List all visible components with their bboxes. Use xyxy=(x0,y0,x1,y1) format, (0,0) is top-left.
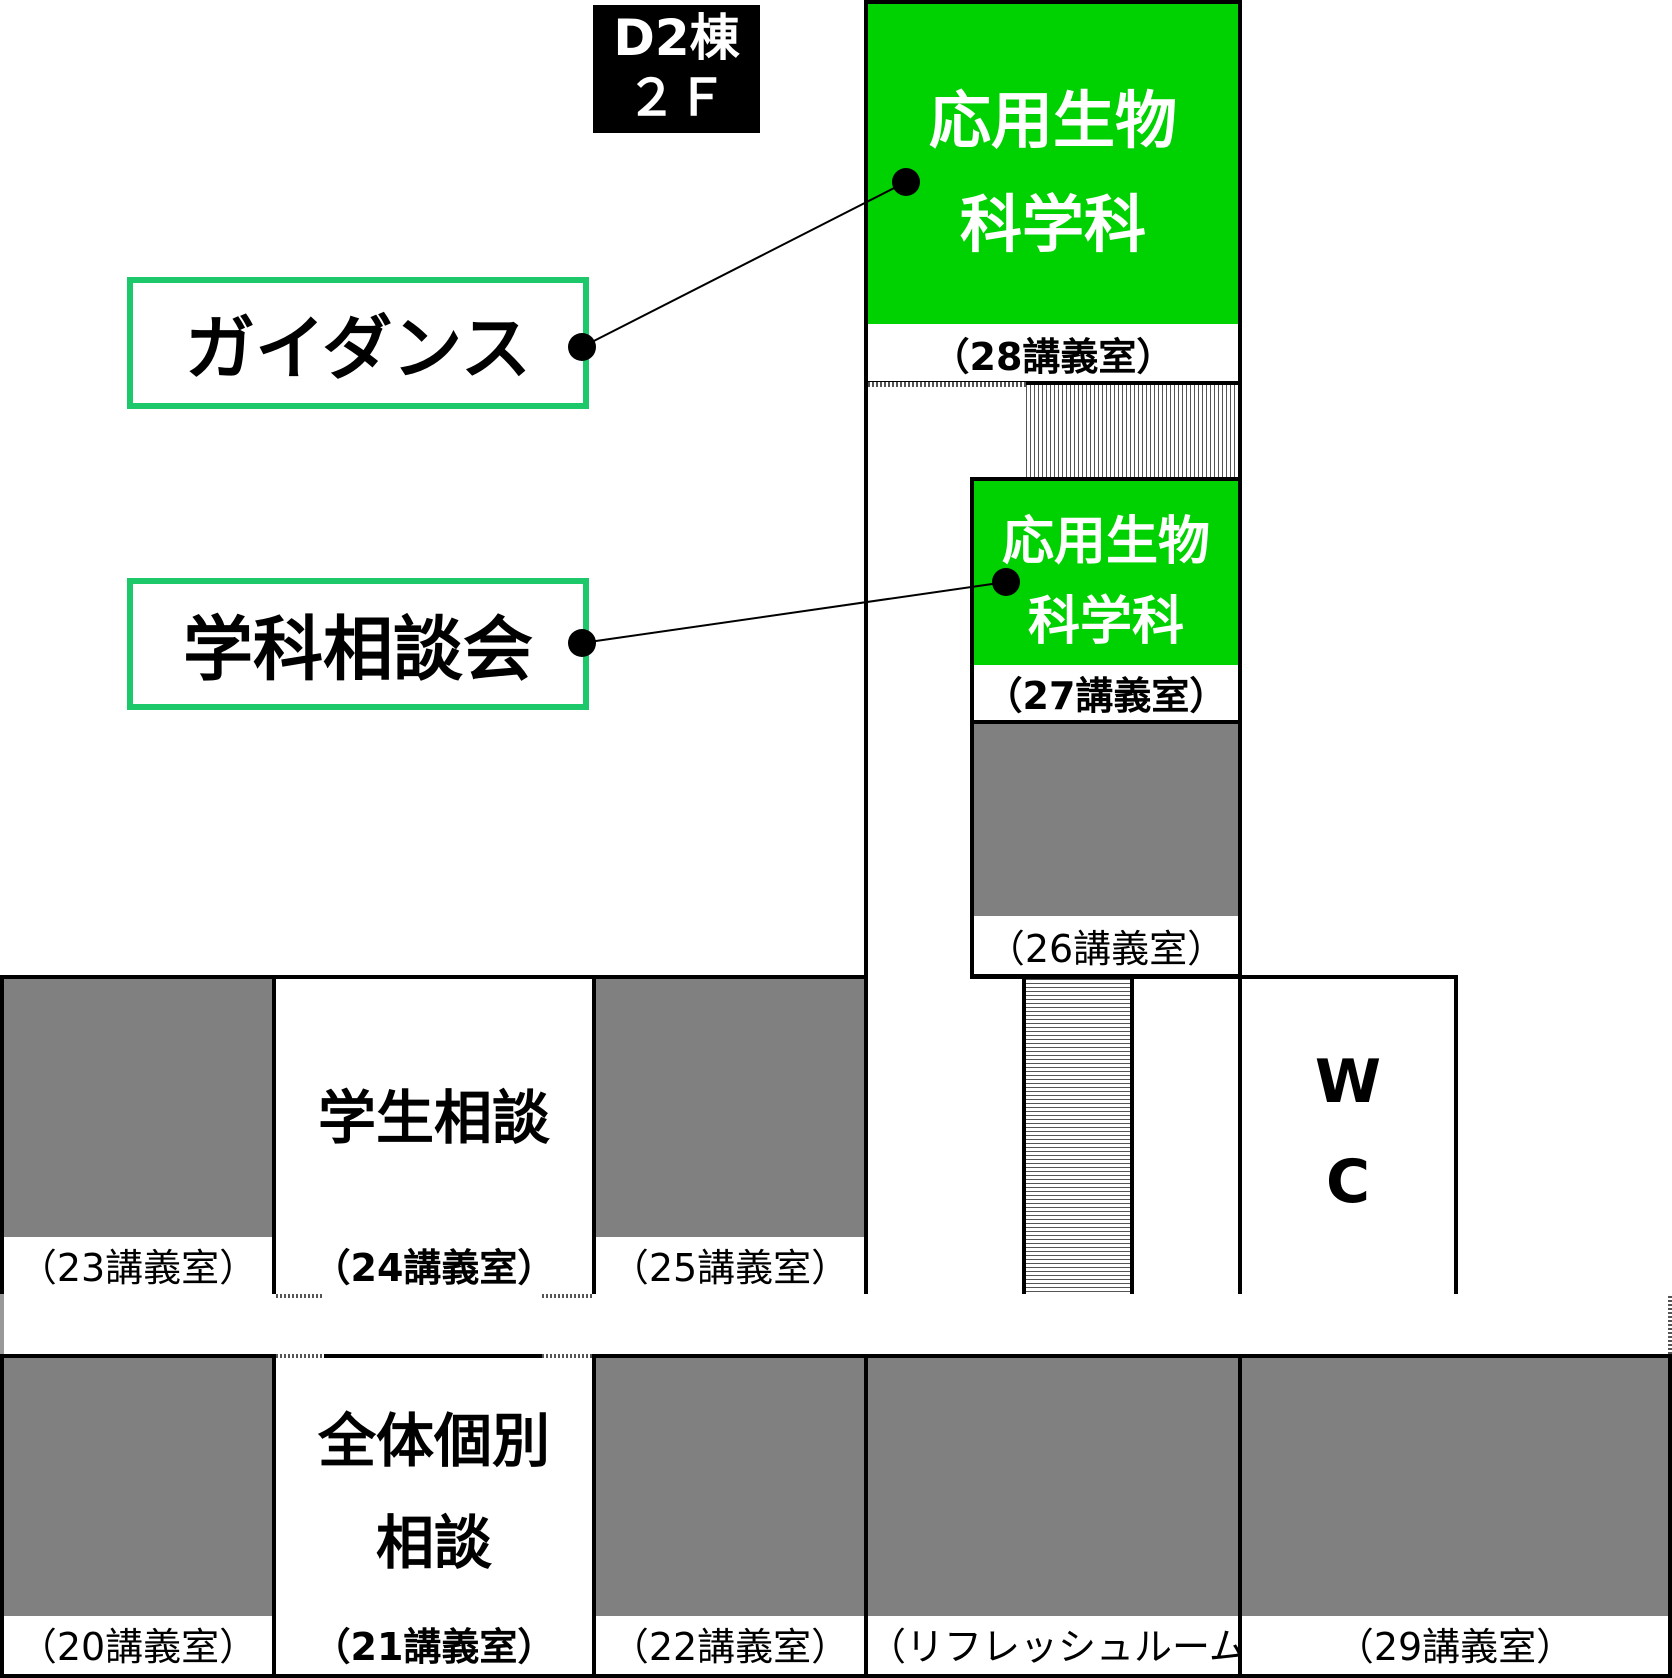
stairs-lower xyxy=(1024,978,1132,1296)
room-28-label: （28講義室） xyxy=(931,335,1175,379)
connector-dot-guidance-end xyxy=(892,168,920,196)
room-28-event-fill xyxy=(868,4,1238,324)
room-23-fill xyxy=(4,979,272,1237)
room-22-fill xyxy=(596,1358,864,1616)
room-24[interactable]: 学生相談 （24講義室） xyxy=(272,975,596,1298)
corridor xyxy=(0,1294,1672,1358)
upper-wing-wall xyxy=(864,0,868,978)
room-21-title-line2: 相談 xyxy=(375,1509,492,1577)
building-label: D2棟 ２Ｆ xyxy=(593,5,760,133)
room-23[interactable]: （23講義室） xyxy=(0,975,276,1298)
room-20-label: （20講義室） xyxy=(18,1625,258,1669)
refresh-room-label: （リフレッシュルーム） xyxy=(868,1625,1285,1669)
refresh-room-fill xyxy=(868,1358,1238,1616)
room-26-fill xyxy=(974,724,1238,916)
room-27-dept-line2: 科学科 xyxy=(1027,592,1184,652)
room-21[interactable]: 全体個別 相談 （21講義室） xyxy=(272,1354,596,1678)
room-26[interactable]: （26講義室） xyxy=(970,720,1242,978)
room-29-label: （29講義室） xyxy=(1335,1625,1575,1669)
room-20[interactable]: （20講義室） xyxy=(0,1354,276,1678)
room-27-label: （27講義室） xyxy=(984,674,1228,718)
room-22[interactable]: （22講義室） xyxy=(592,1354,868,1678)
room-24-title: 学生相談 xyxy=(317,1084,550,1152)
door-21-top xyxy=(276,1354,324,1358)
connector-guidance-line xyxy=(581,181,907,348)
connector-consult-line xyxy=(581,581,1007,644)
room-24-label: （24講義室） xyxy=(312,1246,556,1290)
room-27-event-fill xyxy=(974,481,1238,665)
wc-line2: C xyxy=(1325,1147,1371,1217)
connector-dot-consult-start xyxy=(568,629,596,657)
room-21-title-line1: 全体個別 xyxy=(317,1407,550,1475)
room-27[interactable]: 応用生物 科学科 （27講義室） xyxy=(970,477,1242,724)
room-29-fill xyxy=(1242,1358,1668,1616)
door-24-top xyxy=(276,1294,324,1298)
building-name: D2棟 xyxy=(613,9,740,67)
wc[interactable]: W C xyxy=(1238,975,1458,1298)
wc-line1: W xyxy=(1314,1047,1382,1117)
room-23-label: （23講義室） xyxy=(18,1246,258,1290)
room-22-label: （22講義室） xyxy=(610,1625,850,1669)
room-28-dept-line2: 科学科 xyxy=(959,188,1146,261)
corridor-right-end xyxy=(1668,1294,1672,1358)
callout-guidance: ガイダンス xyxy=(127,277,589,409)
stairs-upper xyxy=(1026,385,1238,477)
building-floor: ２Ｆ xyxy=(626,69,727,127)
callout-consult: 学科相談会 xyxy=(127,578,589,710)
connector-dot-guidance-start xyxy=(568,333,596,361)
stairs-lower-left-wall xyxy=(1022,975,1026,1298)
room-29[interactable]: （29講義室） xyxy=(1238,1354,1672,1678)
stairs-lower-right-wall xyxy=(1130,975,1134,1298)
callout-guidance-text: ガイダンス xyxy=(185,307,531,390)
refresh-room[interactable]: （リフレッシュルーム） xyxy=(864,1354,1285,1678)
connector-dot-consult-end xyxy=(992,568,1020,596)
stairs-lower-top-wall xyxy=(970,975,1458,979)
room-25-fill xyxy=(596,979,864,1237)
room-21-label: （21講義室） xyxy=(312,1625,556,1669)
door-21-top-right xyxy=(542,1354,592,1358)
room-25[interactable]: （25講義室） xyxy=(592,975,868,1298)
callout-consult-text: 学科相談会 xyxy=(183,608,533,691)
stairs-upper-line xyxy=(868,382,1026,387)
door-24-top-right xyxy=(542,1294,592,1298)
room-20-fill xyxy=(4,1358,272,1616)
room-26-label: （26講義室） xyxy=(986,927,1226,971)
room-25-label: （25講義室） xyxy=(610,1246,850,1290)
room-28-dept-line1: 応用生物 xyxy=(928,84,1177,157)
room-28[interactable]: 応用生物 科学科 （28講義室） xyxy=(864,0,1242,385)
room-27-dept-line1: 応用生物 xyxy=(1001,512,1210,572)
